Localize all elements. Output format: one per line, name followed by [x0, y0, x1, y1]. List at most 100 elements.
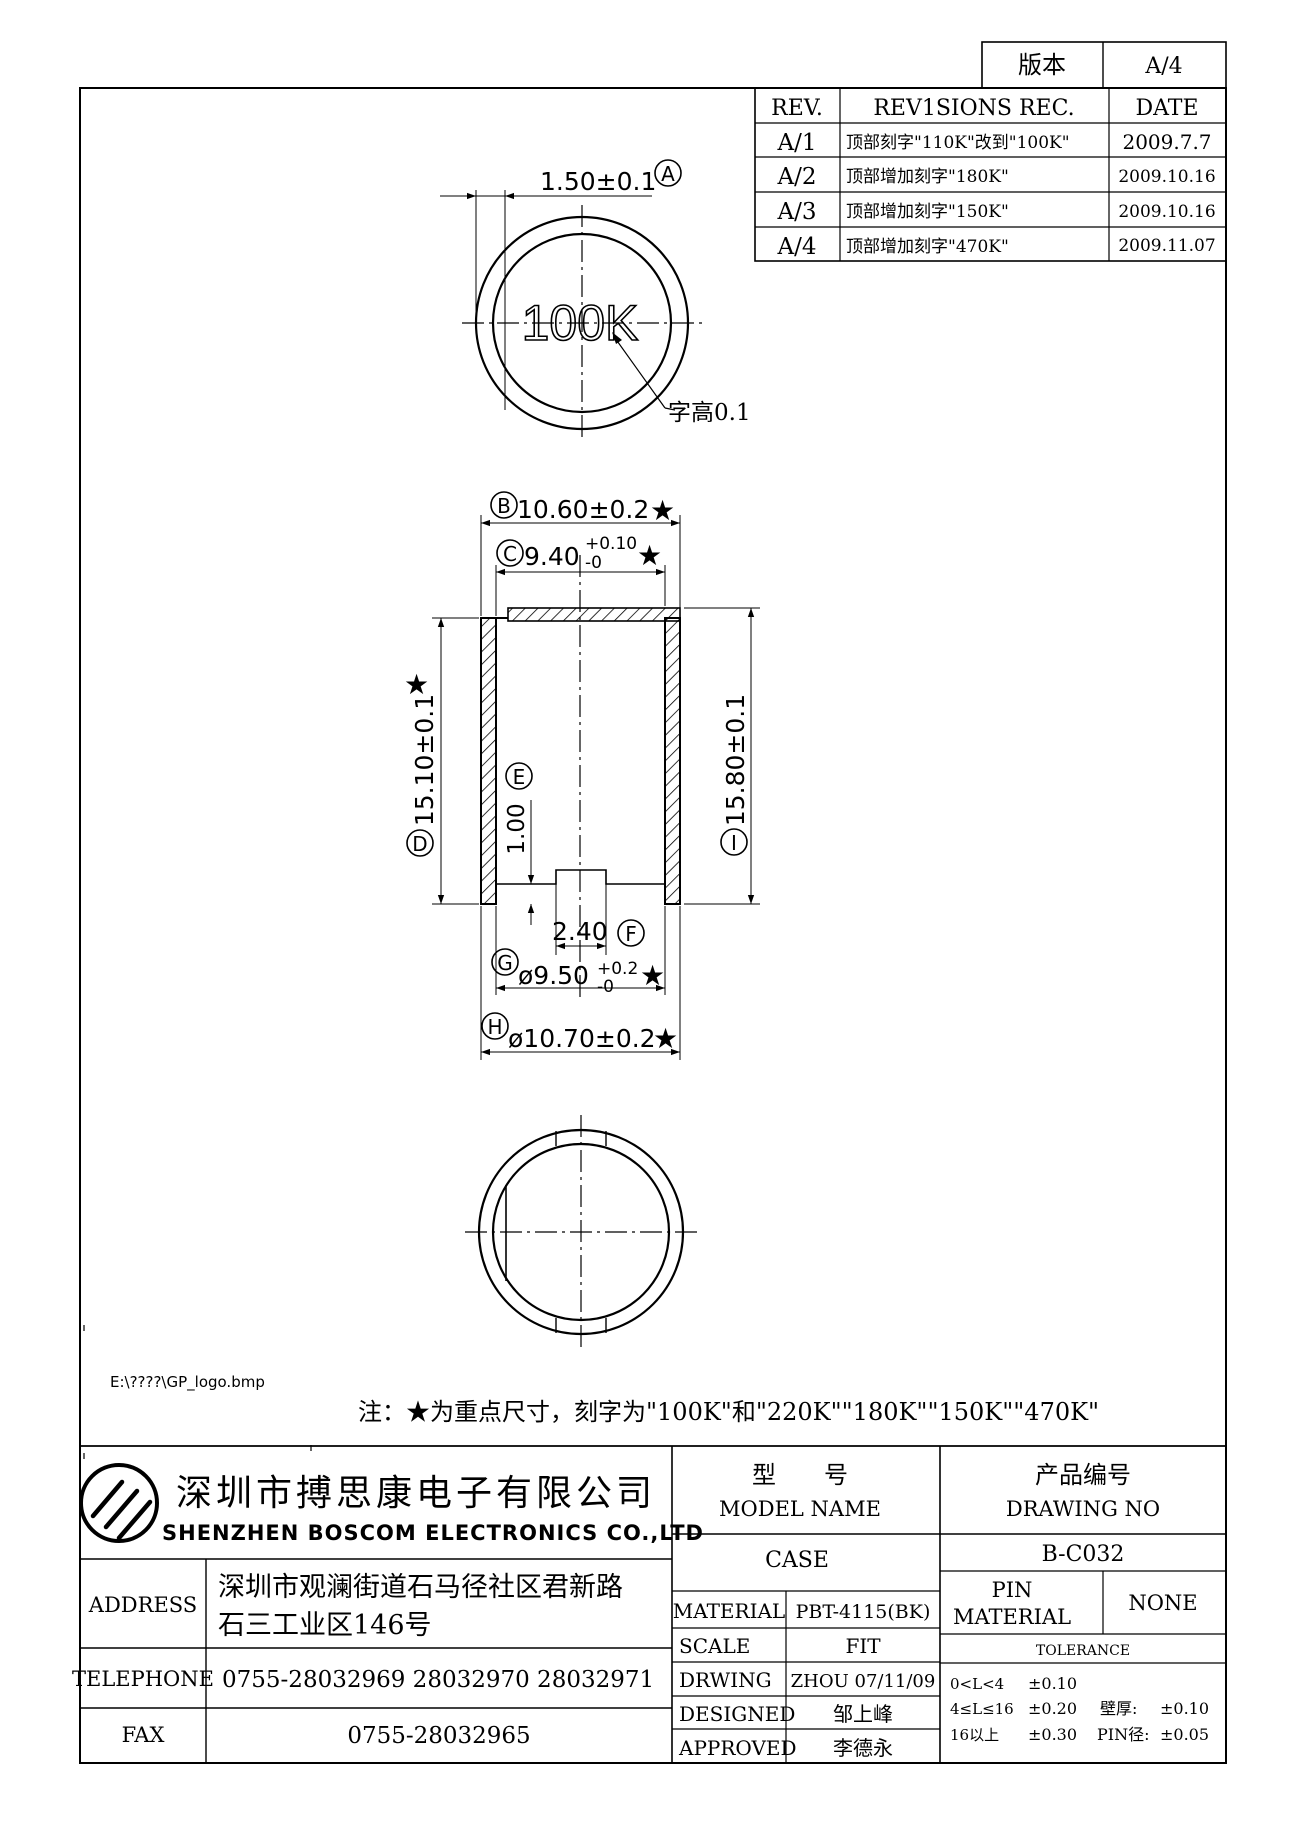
- dim-b-value: 10.60±0.2: [517, 495, 649, 524]
- marker-g-circle: [491, 948, 519, 976]
- marker-d-circle: [406, 829, 434, 857]
- dim-c-star: ★: [637, 539, 662, 572]
- marker-a-label: A: [661, 162, 675, 186]
- marker-h-circle: [481, 1012, 509, 1040]
- bottom-notch: [495, 869, 666, 904]
- dim-d-star: ★: [404, 668, 429, 701]
- tolerance-value: ±0.10: [1028, 1674, 1077, 1693]
- text-height-note: 字高0.1: [668, 400, 751, 426]
- engraving-text: 100K: [522, 295, 639, 351]
- section-view: B 10.60±0.2 ★ C 9.40 +0.10 -0 ★ 15.10±0.…: [404, 491, 760, 1060]
- scale-label: SCALE: [679, 1634, 750, 1658]
- fax-label: FAX: [122, 1723, 165, 1747]
- dim-g-star: ★: [640, 959, 665, 992]
- tolerance-range: 4≤L≤16: [950, 1700, 1014, 1718]
- drawing-no-en: DRAWING NO: [1006, 1497, 1160, 1521]
- marker-d-label: D: [412, 832, 427, 856]
- dim-c-minus: -0: [585, 553, 602, 573]
- tolerance-range: 16以上: [950, 1726, 999, 1744]
- revision-row-date: 2009.10.16: [1118, 202, 1215, 222]
- dim-d-value: 15.10±0.1: [410, 694, 439, 826]
- critical-dimension-note: 注：★为重点尺寸，刻字为"100K"和"220K""180K""150K""47…: [358, 1398, 1099, 1426]
- revisions-header-rev: REV.: [771, 96, 823, 121]
- marker-f-circle: [617, 919, 645, 947]
- company-name-cn: 深圳市搏思康电子有限公司: [176, 1473, 656, 1514]
- marker-c-circle: [496, 539, 524, 567]
- bottom-view: [465, 1115, 698, 1350]
- revision-row-rev: A/1: [777, 130, 817, 156]
- title-block: 深圳市搏思康电子有限公司 SHENZHEN BOSCOM ELECTRONICS…: [72, 1445, 1226, 1763]
- revision-row-date: 2009.10.16: [1118, 167, 1215, 187]
- drawing-no-cn: 产品编号: [1035, 1461, 1131, 1489]
- approved-value: 李德永: [833, 1736, 893, 1760]
- fax-value: 0755-28032965: [347, 1723, 530, 1749]
- top-engraving-section: [507, 607, 681, 622]
- tolerance-extra-label: PIN径:: [1097, 1725, 1149, 1744]
- tolerance-value: ±0.20: [1028, 1699, 1077, 1718]
- pin-material-label-2: MATERIAL: [953, 1605, 1071, 1629]
- tolerance-label: TOLERANCE: [1036, 1643, 1130, 1659]
- revision-row-rev: A/2: [777, 164, 817, 190]
- tolerance-extra-value: ±0.05: [1160, 1725, 1209, 1744]
- drwing-value: ZHOU 07/11/09: [791, 1671, 936, 1692]
- revision-row-rev: A/3: [777, 199, 817, 225]
- dim-c-base: 9.40: [524, 542, 580, 571]
- model-name-cn: 型 号: [752, 1461, 848, 1489]
- dim-i-value: 15.80±0.1: [721, 694, 750, 826]
- marker-e-label: E: [513, 765, 526, 789]
- marker-i-label: I: [731, 831, 737, 855]
- dim-e-value: 1.00: [504, 803, 530, 854]
- revision-row-date: 2009.7.7: [1122, 130, 1211, 154]
- material-value: PBT-4115(BK): [796, 1601, 931, 1623]
- tolerance-extra-value: ±0.10: [1160, 1699, 1209, 1718]
- marker-b-label: B: [497, 494, 511, 518]
- logo-path: E:\????\GP_logo.bmp: [110, 1373, 265, 1392]
- pin-material-label-1: PIN: [992, 1578, 1033, 1602]
- pin-material-value: NONE: [1128, 1591, 1197, 1615]
- dim-b-star: ★: [650, 494, 675, 527]
- marker-a-circle: [654, 159, 682, 187]
- revisions-table: REV. REV1SIONS REC. DATE A/1 顶部刻字"110K"改…: [754, 87, 1227, 262]
- drawing-frame: [79, 87, 1227, 1764]
- revision-row-rec: 顶部增加刻字"180K": [846, 167, 1009, 187]
- version-box: 版本 A/4: [981, 41, 1227, 89]
- marker-h-label: H: [487, 1015, 502, 1039]
- dim-f-value: 2.40: [552, 917, 608, 946]
- version-label: 版本: [1018, 51, 1066, 79]
- left-wall-section: [480, 617, 497, 905]
- dim-c-plus: +0.10: [585, 534, 637, 554]
- marker-g-label: G: [497, 951, 513, 975]
- drawing-no-value: B-C032: [1042, 1542, 1125, 1567]
- revisions-header-date: DATE: [1135, 96, 1198, 121]
- revisions-header-rec: REV1SIONS REC.: [873, 96, 1074, 121]
- right-wall-section: [664, 617, 681, 905]
- marker-b-circle: [490, 491, 518, 519]
- company-name-en: SHENZHEN BOSCOM ELECTRONICS CO.,LTD: [162, 1521, 704, 1545]
- marker-f-label: F: [625, 922, 637, 946]
- dim-g-plus: +0.2: [597, 959, 638, 979]
- address-line1: 深圳市观澜街道石马径社区君新路: [218, 1572, 623, 1603]
- marker-i-circle: [720, 828, 748, 856]
- dim-h-star: ★: [653, 1022, 678, 1055]
- drwing-label: DRWING: [679, 1668, 772, 1692]
- designed-label: DESIGNED: [679, 1702, 795, 1726]
- dim-g-minus: -0: [597, 977, 614, 997]
- version-value: A/4: [1144, 54, 1182, 79]
- tolerance-value: ±0.30: [1028, 1725, 1077, 1744]
- revision-row-rec: 顶部刻字"110K"改到"100K": [846, 133, 1070, 153]
- approved-label: APPROVED: [678, 1736, 797, 1760]
- material-label: MATERIAL: [673, 1599, 785, 1623]
- scale-value: FIT: [845, 1634, 881, 1658]
- tolerance-extra-label: 壁厚:: [1100, 1699, 1137, 1718]
- telephone-label: TELEPHONE: [72, 1667, 214, 1691]
- telephone-value: 0755-28032969 28032970 28032971: [222, 1667, 654, 1693]
- top-view: 1.50±0.1 A 100K 字高0.1: [440, 159, 751, 440]
- marker-c-label: C: [503, 542, 517, 566]
- designed-value: 邹上峰: [833, 1702, 893, 1726]
- revision-row-date: 2009.11.07: [1118, 236, 1215, 256]
- model-name-value: CASE: [765, 1548, 829, 1573]
- revision-row-rec: 顶部增加刻字"470K": [846, 237, 1009, 257]
- address-label: ADDRESS: [88, 1593, 197, 1617]
- tolerance-range: 0<L<4: [950, 1675, 1004, 1693]
